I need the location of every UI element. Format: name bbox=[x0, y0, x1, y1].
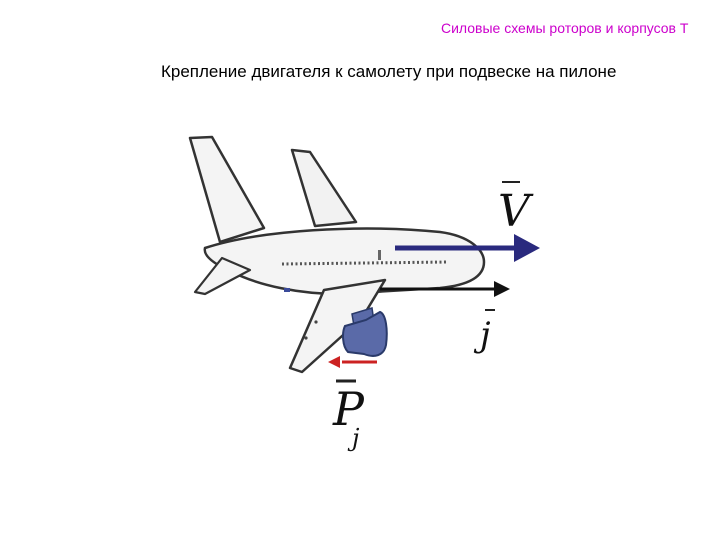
engine-nacelle bbox=[342, 310, 388, 357]
velocity-label: V bbox=[498, 186, 534, 237]
fuselage-door-mark bbox=[378, 250, 381, 260]
near-wing bbox=[288, 278, 387, 374]
force-arrow bbox=[328, 356, 377, 368]
force-label: P bbox=[332, 382, 365, 436]
slide-title: Крепление двигателя к самолету при подве… bbox=[161, 62, 617, 81]
vertical-stabilizer bbox=[188, 135, 266, 244]
fuselage-marker bbox=[284, 288, 290, 292]
horizontal-stabilizer bbox=[193, 256, 252, 296]
far-wing bbox=[290, 148, 358, 228]
wing-flap-marks bbox=[304, 320, 318, 340]
inertia-arrow bbox=[380, 281, 510, 297]
velocity-arrow bbox=[395, 234, 540, 262]
inertia-label: j bbox=[473, 315, 491, 355]
cabin-window-line bbox=[281, 260, 449, 266]
slide-header: Силовые схемы роторов и корпусов Т bbox=[441, 20, 689, 36]
fuselage bbox=[203, 227, 486, 296]
